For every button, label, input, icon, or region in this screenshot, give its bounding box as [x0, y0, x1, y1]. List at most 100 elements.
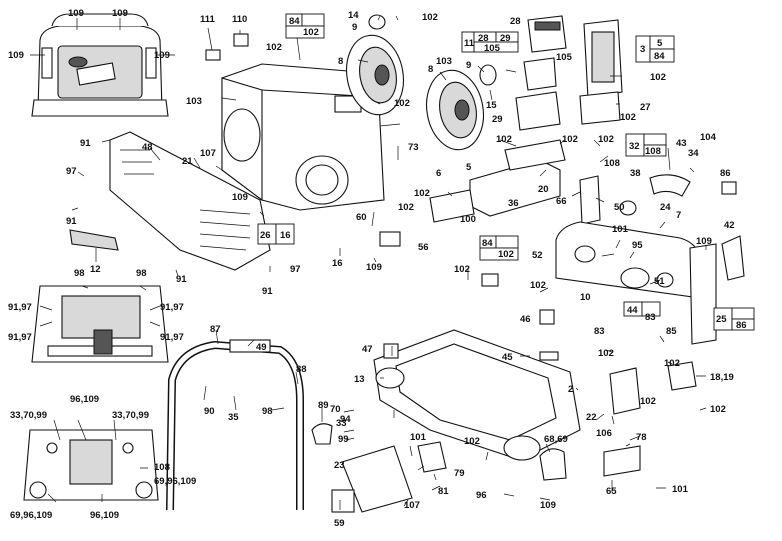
- label-18-19: 18,19: [710, 372, 734, 383]
- label-103: 103: [186, 96, 202, 107]
- label-84: 84: [654, 51, 665, 62]
- label-25: 25: [716, 314, 727, 325]
- label-102: 102: [454, 264, 470, 275]
- battery-terminal-block: [523, 15, 567, 91]
- label-84: 84: [482, 238, 493, 249]
- label-109: 109: [232, 192, 248, 203]
- label-38: 38: [630, 168, 641, 179]
- clip: [649, 174, 691, 197]
- label-83: 83: [594, 326, 605, 337]
- label-102: 102: [498, 249, 514, 260]
- grommet-111: [205, 49, 221, 61]
- plug-47: [383, 343, 399, 359]
- label-15: 15: [486, 100, 497, 111]
- label-20: 20: [538, 184, 549, 195]
- callout-labels-center: 109 6 102 102 100 66 50 24 60 56 101 7 4…: [90, 168, 735, 275]
- label-36: 36: [508, 198, 519, 209]
- label-102: 102: [414, 188, 430, 199]
- label-60: 60: [356, 212, 367, 223]
- label-69-96-109: 69,96,109: [154, 476, 196, 487]
- label-102: 102: [598, 134, 614, 145]
- label-8: 8: [338, 56, 343, 67]
- knob-89: [311, 423, 333, 445]
- label-102: 102: [394, 98, 410, 109]
- part-46: [539, 309, 555, 325]
- battery-latch: [609, 367, 641, 415]
- label-7: 7: [676, 210, 681, 221]
- label-98: 98: [74, 268, 85, 279]
- label-91-97: 91,97: [160, 332, 184, 343]
- label-29: 29: [500, 33, 511, 44]
- label-2: 2: [568, 384, 573, 395]
- label-102: 102: [620, 112, 636, 123]
- clip-110: [233, 33, 249, 47]
- label-107: 107: [200, 148, 216, 159]
- antenna-coil: [69, 229, 119, 251]
- label-87: 87: [210, 324, 221, 335]
- label-111: 111: [200, 14, 216, 25]
- label-9: 9: [466, 60, 471, 71]
- circuit-board: [583, 19, 623, 99]
- label-83: 83: [645, 312, 656, 323]
- label-56: 56: [418, 242, 429, 253]
- label-98: 98: [136, 268, 147, 279]
- label-34: 34: [688, 148, 699, 159]
- label-10: 10: [580, 292, 591, 303]
- label-96-109: 96,109: [70, 394, 99, 405]
- label-9: 9: [352, 22, 357, 33]
- clip-79: [417, 441, 447, 473]
- label-91-97: 91,97: [8, 332, 32, 343]
- label-69-96-109: 69,96,109: [10, 510, 52, 521]
- label-43: 43: [676, 138, 687, 149]
- label-102: 102: [266, 42, 282, 53]
- label-102: 102: [640, 396, 656, 407]
- label-98: 98: [262, 406, 273, 417]
- label-104: 104: [700, 132, 717, 143]
- block-60: [379, 231, 401, 247]
- label-47: 47: [362, 344, 373, 355]
- label-27: 27: [640, 102, 651, 113]
- callout-box-32-108: 32 108: [625, 133, 667, 157]
- label-97: 97: [66, 166, 77, 177]
- label-59: 59: [334, 518, 345, 529]
- callout-labels-bottom: 87 46 83 85 49 47 45 102 88 13 102 18,19…: [10, 314, 734, 529]
- radio-front-view: [31, 13, 169, 117]
- callout-box-25-86: 25 86: [713, 307, 755, 331]
- label-97: 97: [290, 264, 301, 275]
- label-105: 105: [556, 52, 573, 63]
- label-108: 108: [645, 146, 661, 157]
- label-16: 16: [332, 258, 343, 269]
- label-11: 11: [464, 38, 475, 49]
- knob-50: [619, 200, 637, 216]
- battery-base-view: [23, 429, 159, 501]
- switch-plate: [429, 189, 475, 223]
- label-91: 91: [176, 274, 187, 285]
- label-52: 52: [532, 250, 543, 261]
- bracket-23: [341, 445, 413, 513]
- label-51: 51: [654, 276, 665, 287]
- label-50: 50: [614, 202, 625, 213]
- label-96-109: 96,109: [90, 510, 119, 521]
- label-109: 109: [8, 50, 24, 61]
- label-95: 95: [632, 240, 643, 251]
- label-105: 105: [484, 43, 501, 54]
- label-29: 29: [492, 114, 503, 125]
- label-49: 49: [256, 342, 267, 353]
- label-5: 5: [657, 38, 663, 49]
- label-108: 108: [604, 158, 620, 169]
- label-plate: [721, 181, 737, 195]
- label-94: 94: [340, 414, 351, 425]
- label-32: 32: [629, 141, 640, 152]
- switch-module: [579, 91, 621, 125]
- latch-65: [603, 445, 641, 477]
- label-24: 24: [660, 202, 671, 213]
- label-44: 44: [627, 305, 638, 316]
- callout-labels: 109 109 109 109 111 110: [8, 8, 247, 61]
- leader-lines: [30, 15, 707, 510]
- transformer: [481, 273, 499, 287]
- callout-labels-upper: 102 8 8 9 103 15 102 103 27 29 102 91 48…: [80, 42, 651, 167]
- callout-labels-lower: 95 109 52 91 97 91 102 98 98 51 102 91,9…: [8, 236, 712, 343]
- end-cap: [689, 243, 717, 345]
